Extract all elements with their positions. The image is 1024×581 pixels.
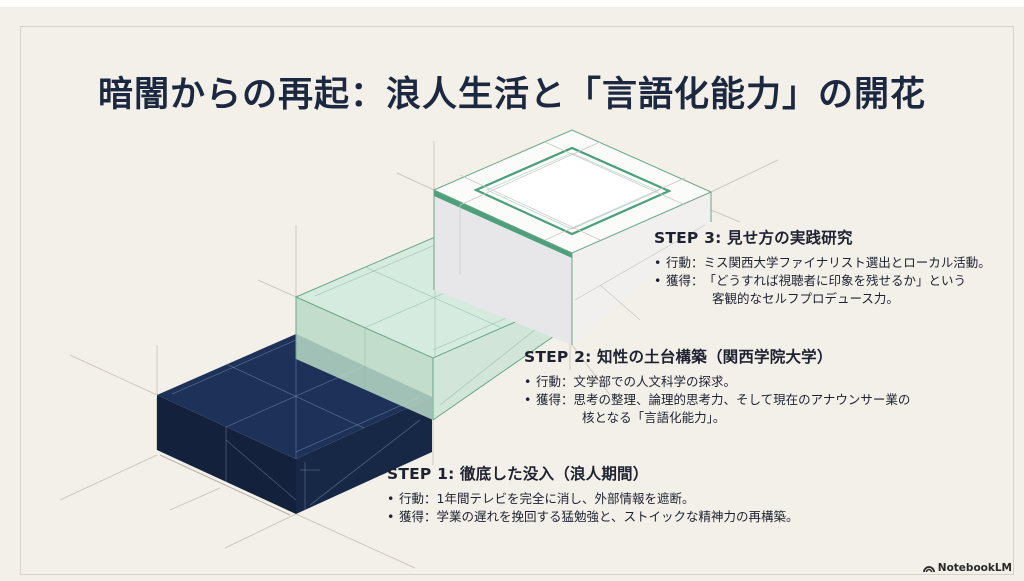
notebooklm-watermark: NotebookLM	[922, 562, 1012, 574]
step2-action: • 行動： 文学部での人文科学の探求。	[524, 374, 737, 389]
step2-gain-continued: 核となる「言語化能力」。	[582, 410, 726, 425]
bullet-icon: •	[654, 255, 662, 270]
step3-gain: • 獲得： 「どうすれば視聴者に印象を残せるか」という	[654, 273, 967, 288]
bullet-icon: •	[524, 374, 532, 389]
notebooklm-logo-icon	[922, 565, 935, 572]
step3-action: • 行動： ミス関西大学ファイナリスト選出とローカル活動。	[654, 255, 991, 270]
bullet-icon: •	[387, 491, 395, 506]
step3-gain-continued: 客観的なセルフプロデュース力。	[712, 291, 899, 306]
step2-gain: • 獲得： 思考の整理、論理的思考力、そして現在のアナウンサー業の	[524, 392, 911, 407]
bullet-icon: •	[387, 509, 395, 524]
bullet-icon: •	[524, 392, 532, 407]
brand-label: NotebookLM	[937, 562, 1012, 574]
step1-action: • 行動： 1年間テレビを完全に消し、外部情報を遮断。	[387, 491, 695, 506]
step3-description: STEP 3: 見せ方の実践研究 • 行動： ミス関西大学ファイナリスト選出とロ…	[654, 226, 991, 308]
step1-description: STEP 1: 徹底した没入（浪人期間） • 行動： 1年間テレビを完全に消し、…	[387, 462, 799, 526]
bullet-icon: •	[654, 273, 662, 288]
step1-gain: • 獲得： 学業の遅れを挽回する猛勉強と、ストイックな精神力の再構築。	[387, 509, 799, 524]
slide-frame	[20, 26, 1014, 575]
step2-description: STEP 2: 知性の土台構築（関西学院大学） • 行動： 文学部での人文科学の…	[524, 345, 910, 427]
step3-block	[432, 129, 713, 345]
page-title: 暗闇からの再起：浪人生活と「言語化能力」の開花	[97, 74, 926, 115]
step1-heading: STEP 1: 徹底した没入（浪人期間）	[387, 465, 649, 483]
step3-heading: STEP 3: 見せ方の実践研究	[654, 229, 853, 247]
step2-heading: STEP 2: 知性の土台構築（関西学院大学）	[524, 348, 833, 366]
